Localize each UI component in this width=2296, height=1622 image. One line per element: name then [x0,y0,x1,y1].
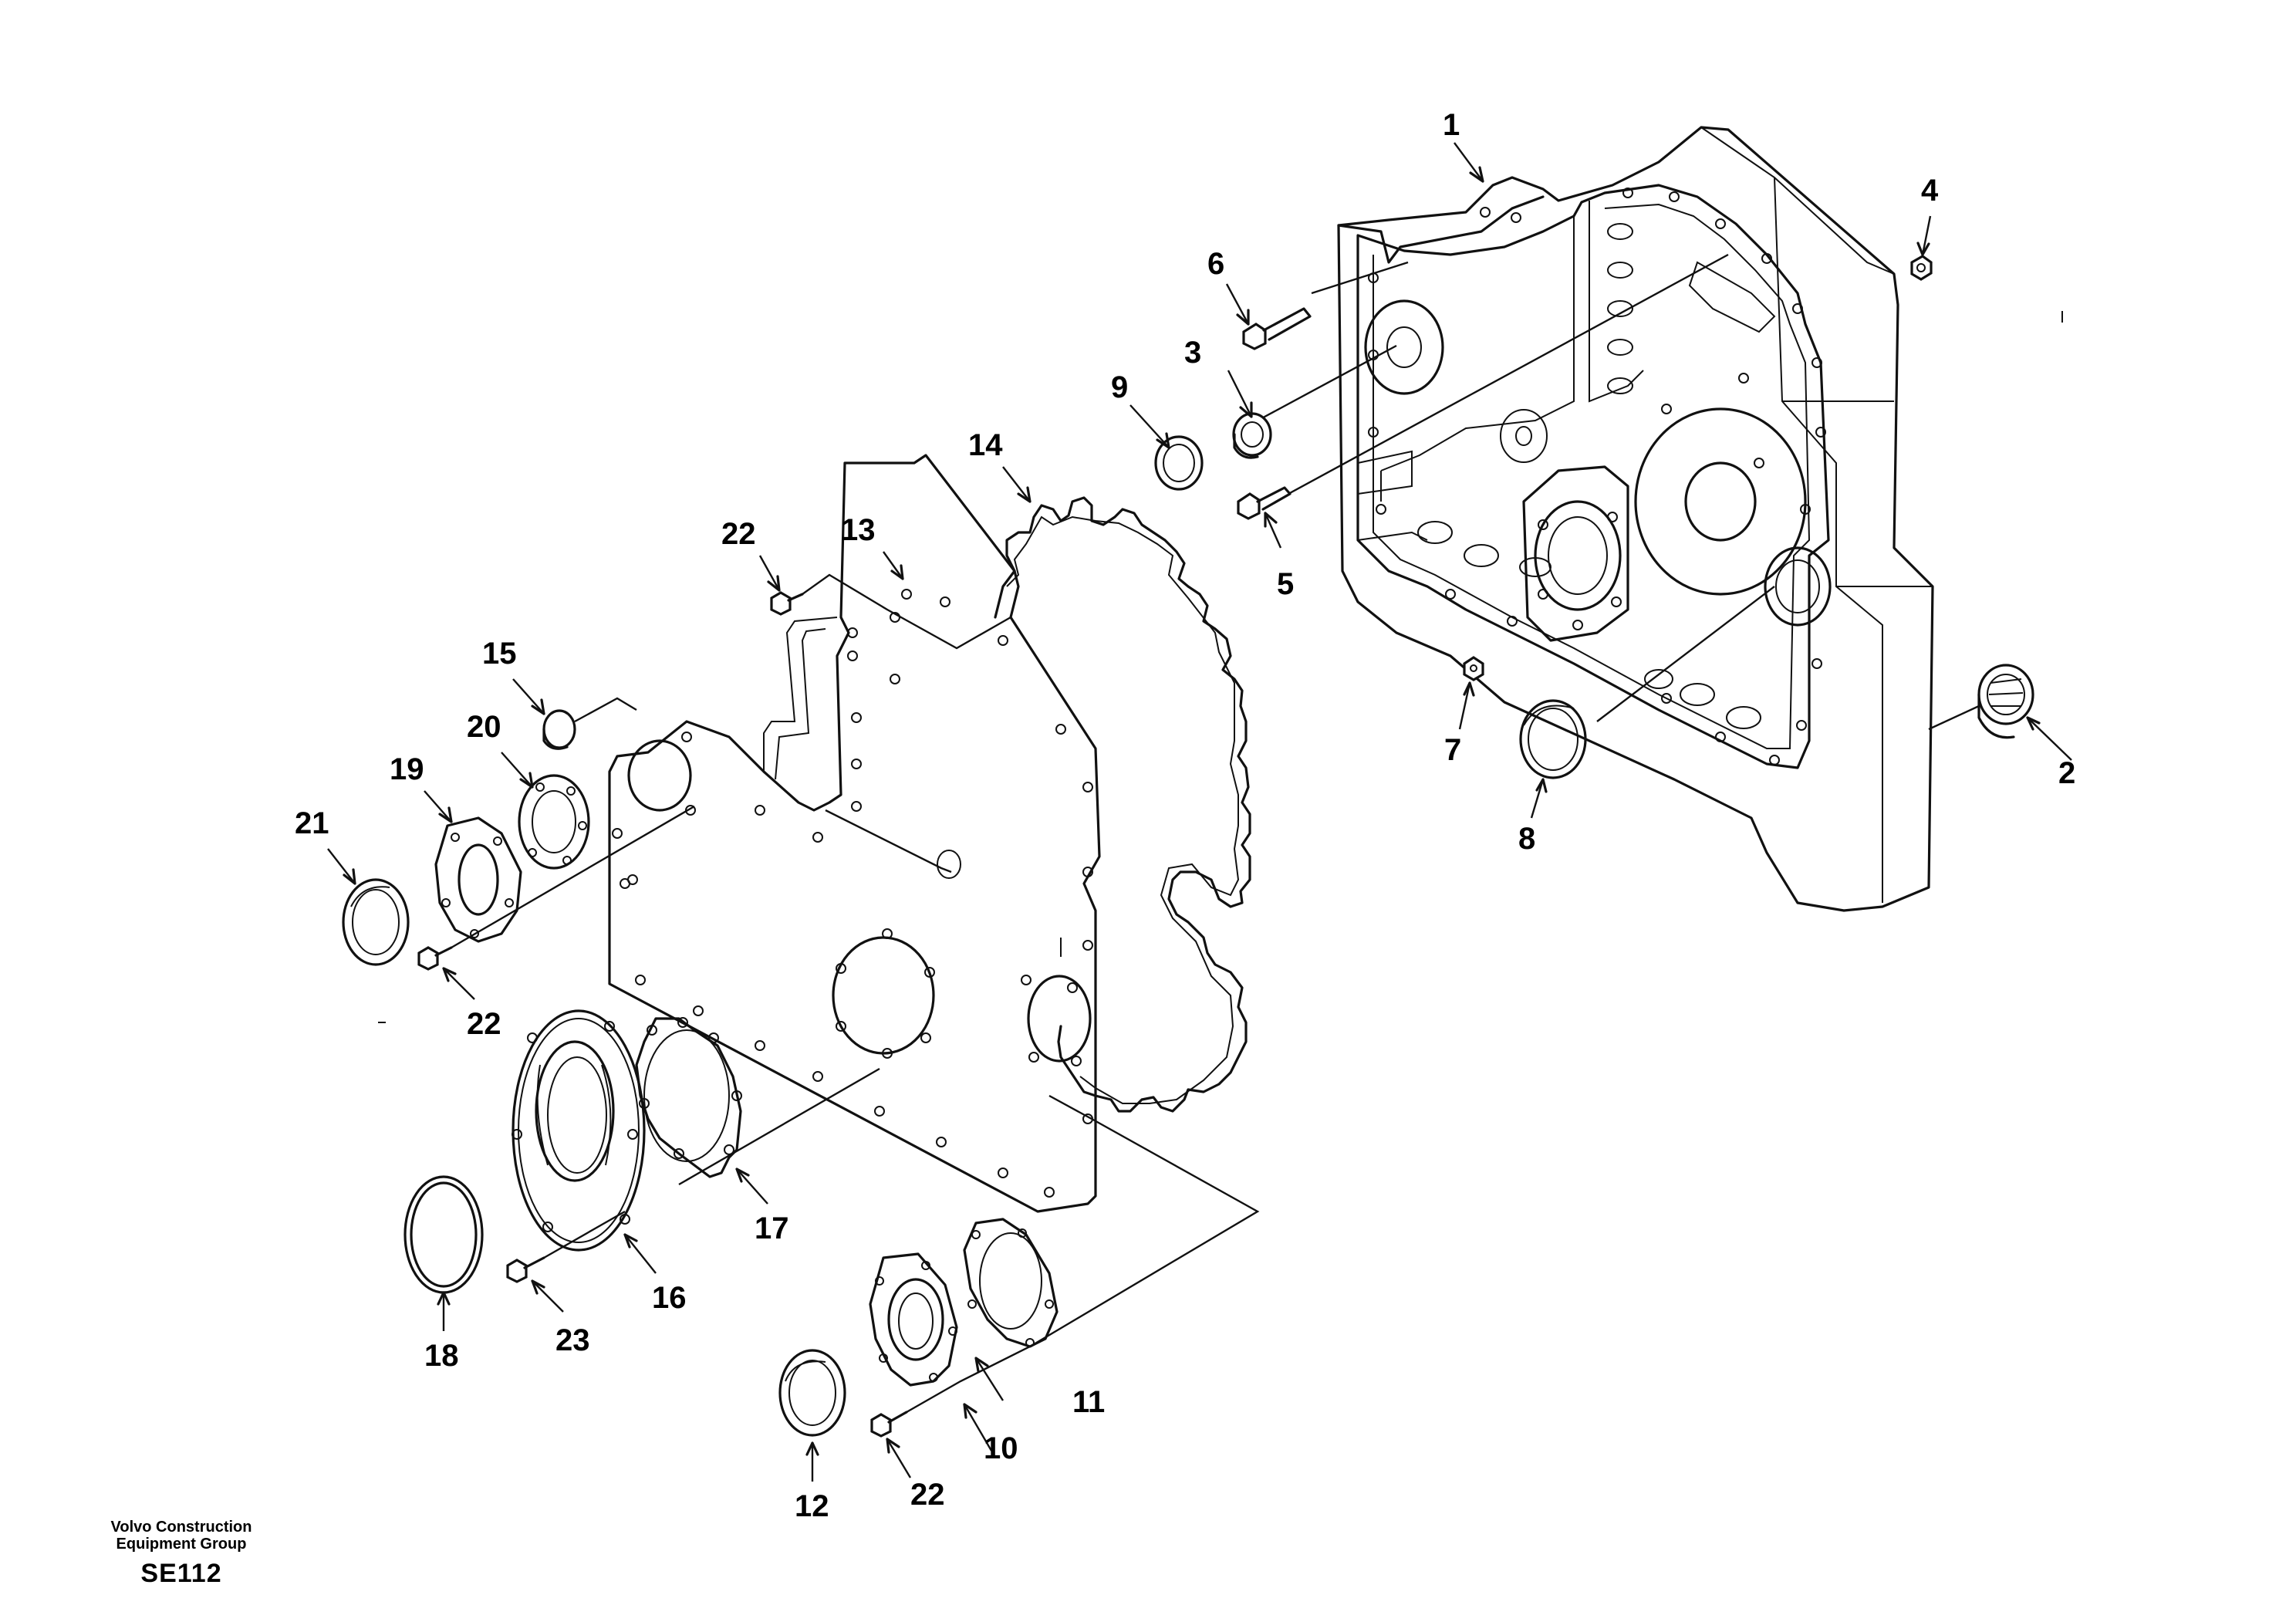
bearing-3 [1232,412,1272,459]
bolt-22-bottom [870,1411,908,1438]
callout-2: 2 [2058,756,2075,790]
seal-ring-8 [1519,699,1587,779]
bolt-5 [1237,486,1292,520]
plug-15 [542,709,576,750]
callout-12: 12 [795,1489,829,1523]
gasket-20 [518,774,590,870]
callout-17: 17 [755,1211,789,1245]
gasket-11 [963,1218,1059,1348]
callout-15: 15 [482,637,517,671]
callout-18: 18 [424,1339,459,1373]
footer: Volvo Construction Equipment Group SE112 [93,1519,270,1589]
callout-22-left: 22 [467,1007,501,1041]
callout-8: 8 [1518,822,1535,856]
diagram-code: SE112 [140,1559,222,1588]
callout-3: 3 [1184,336,1201,370]
gasket-14 [994,496,1251,1113]
seal-ring-9 [1154,435,1204,491]
callout-13: 13 [841,513,876,547]
assembly-leader-lines [451,573,1260,1414]
callout-4: 4 [1921,174,1939,208]
callout-5: 5 [1277,567,1294,601]
seal-ring-21 [342,878,410,966]
bearing-2 [1977,664,2034,739]
bolt-22-upper [770,591,804,616]
gasket-17 [635,1017,742,1178]
housing-bolt-holes [1368,188,1826,765]
bolt-22-left [417,946,453,971]
callout-labels: 1 4 6 3 9 14 22 13 5 15 20 19 21 7 2 8 2… [295,108,2075,1523]
timing-gear-housing [1337,126,1934,912]
callout-22-bottom: 22 [910,1478,945,1512]
plate-10 [869,1252,958,1387]
company-name-line2: Equipment Group [116,1536,247,1553]
o-ring-18 [403,1175,484,1294]
nut-7 [1463,656,1484,681]
callout-6: 6 [1207,247,1224,281]
callout-19: 19 [390,752,424,786]
callout-20: 20 [467,710,501,744]
callout-11: 11 [1072,1385,1105,1419]
callout-7: 7 [1444,733,1461,767]
plate-19 [434,816,522,943]
company-name-line1: Volvo Construction [110,1519,252,1536]
callout-21: 21 [295,806,329,840]
callout-23: 23 [555,1323,590,1357]
callout-arrows [327,142,2072,1482]
timing-cover-13 [608,454,1101,1213]
bolt-6 [1242,307,1312,350]
callout-9: 9 [1111,370,1128,404]
seal-ring-12 [778,1349,846,1437]
front-cover-16 [512,1009,646,1252]
callout-10: 10 [984,1431,1018,1465]
callout-1: 1 [1443,108,1460,142]
callout-14: 14 [968,428,1003,462]
callout-22-top: 22 [721,517,756,551]
callout-16: 16 [652,1281,687,1315]
nut-4 [1910,255,1933,281]
cover-bolt-holes [612,589,1093,1198]
bolt-23 [506,1256,545,1283]
